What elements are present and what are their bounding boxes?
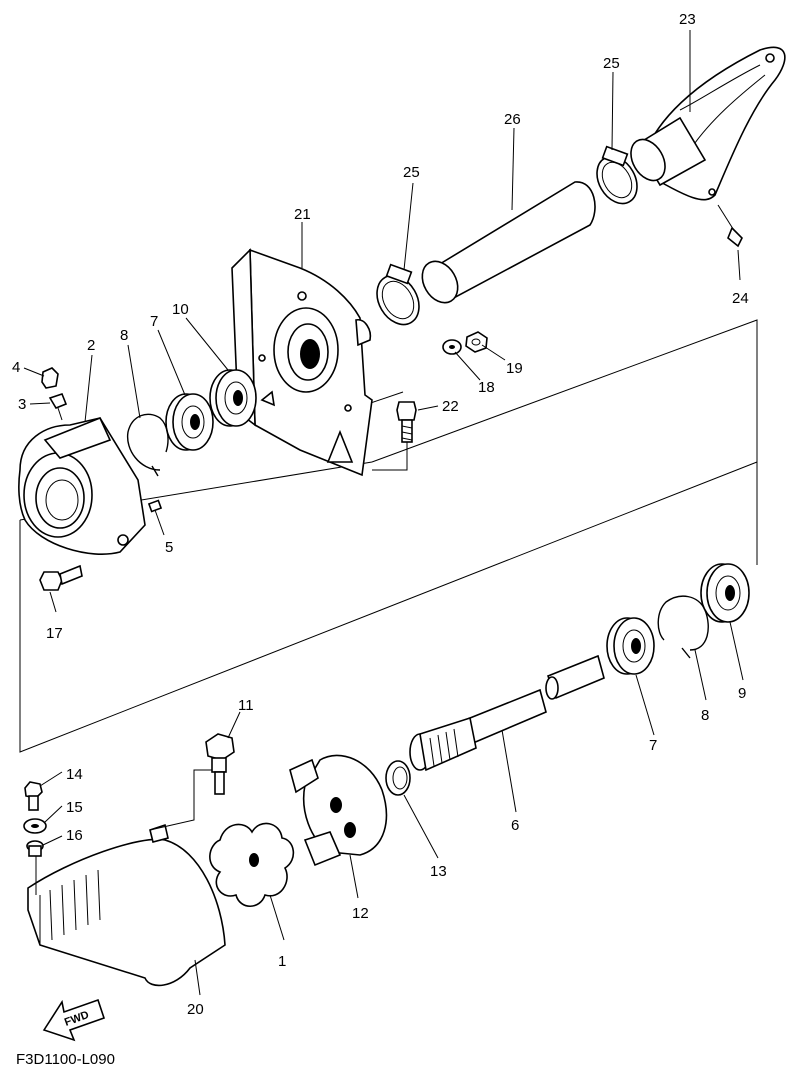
part-25-hose-clamp-lower [376, 263, 420, 326]
part-17-bolt [39, 564, 83, 591]
callout-16: 16 [66, 827, 83, 844]
callout-3: 3 [18, 396, 26, 413]
part-22-bolt [396, 401, 417, 443]
callout-8-upper: 8 [120, 327, 128, 344]
part-10-bearing [209, 369, 257, 427]
drawing-code: F3D1100-L090 [16, 1051, 115, 1068]
part-19-nut [465, 331, 488, 353]
part-25-hose-clamp-upper [596, 145, 638, 205]
callouts: 1 2 3 4 5 6 7 7 8 8 9 10 11 12 13 14 15 [12, 11, 749, 1018]
callout-22: 22 [442, 398, 459, 415]
part-6-drive-shaft [409, 654, 605, 772]
callout-12: 12 [352, 905, 369, 922]
part-18-washer [442, 339, 462, 355]
callout-15: 15 [66, 799, 83, 816]
part-7-bearing-upper [165, 393, 214, 451]
part-24-screw [717, 204, 743, 248]
part-1-damper [209, 822, 295, 908]
callout-20: 20 [187, 1001, 204, 1018]
callout-25-upper: 25 [603, 55, 620, 72]
callout-2: 2 [87, 337, 95, 354]
part-4-cap [41, 367, 59, 389]
callout-19: 19 [506, 360, 523, 377]
callout-9: 9 [738, 685, 746, 702]
part-14-bolt [24, 781, 43, 811]
callout-21: 21 [294, 206, 311, 223]
part-8-circlip-upper [126, 413, 169, 477]
callout-7-lower: 7 [649, 737, 657, 754]
callout-1: 1 [278, 953, 286, 970]
callout-18: 18 [478, 379, 495, 396]
part-11-grease-nipple [205, 733, 235, 795]
part-8-circlip-lower [657, 595, 709, 659]
part-3-grease-nipple [48, 393, 68, 421]
part-13-ring [385, 760, 411, 796]
callout-23: 23 [679, 11, 696, 28]
callout-10: 10 [172, 301, 189, 318]
part-2-bearing-housing [18, 416, 146, 555]
part-15-washer [23, 818, 47, 834]
callout-14: 14 [66, 766, 83, 783]
part-23-duct-cover [630, 46, 786, 201]
callout-24: 24 [732, 290, 749, 307]
part-26-hose [421, 181, 596, 304]
part-5-pin [147, 499, 163, 513]
callout-17: 17 [46, 625, 63, 642]
part-16-collar [26, 840, 44, 857]
callout-11: 11 [238, 697, 254, 714]
leader-lines [35, 769, 212, 895]
callout-5: 5 [165, 539, 173, 556]
callout-6: 6 [511, 817, 519, 834]
callout-7-upper: 7 [150, 313, 158, 330]
callout-26: 26 [504, 111, 521, 128]
part-12-coupling [289, 754, 388, 867]
callout-8-lower: 8 [701, 707, 709, 724]
callout-25-lower: 25 [403, 164, 420, 181]
part-9-bearing [700, 563, 750, 623]
part-7-bearing-lower [606, 617, 655, 675]
callout-13: 13 [430, 863, 447, 880]
part-21-bulkhead-plate [231, 248, 373, 477]
callout-4: 4 [12, 359, 20, 376]
fwd-direction-arrow: FWD [42, 998, 106, 1042]
part-20-cover [27, 823, 226, 987]
